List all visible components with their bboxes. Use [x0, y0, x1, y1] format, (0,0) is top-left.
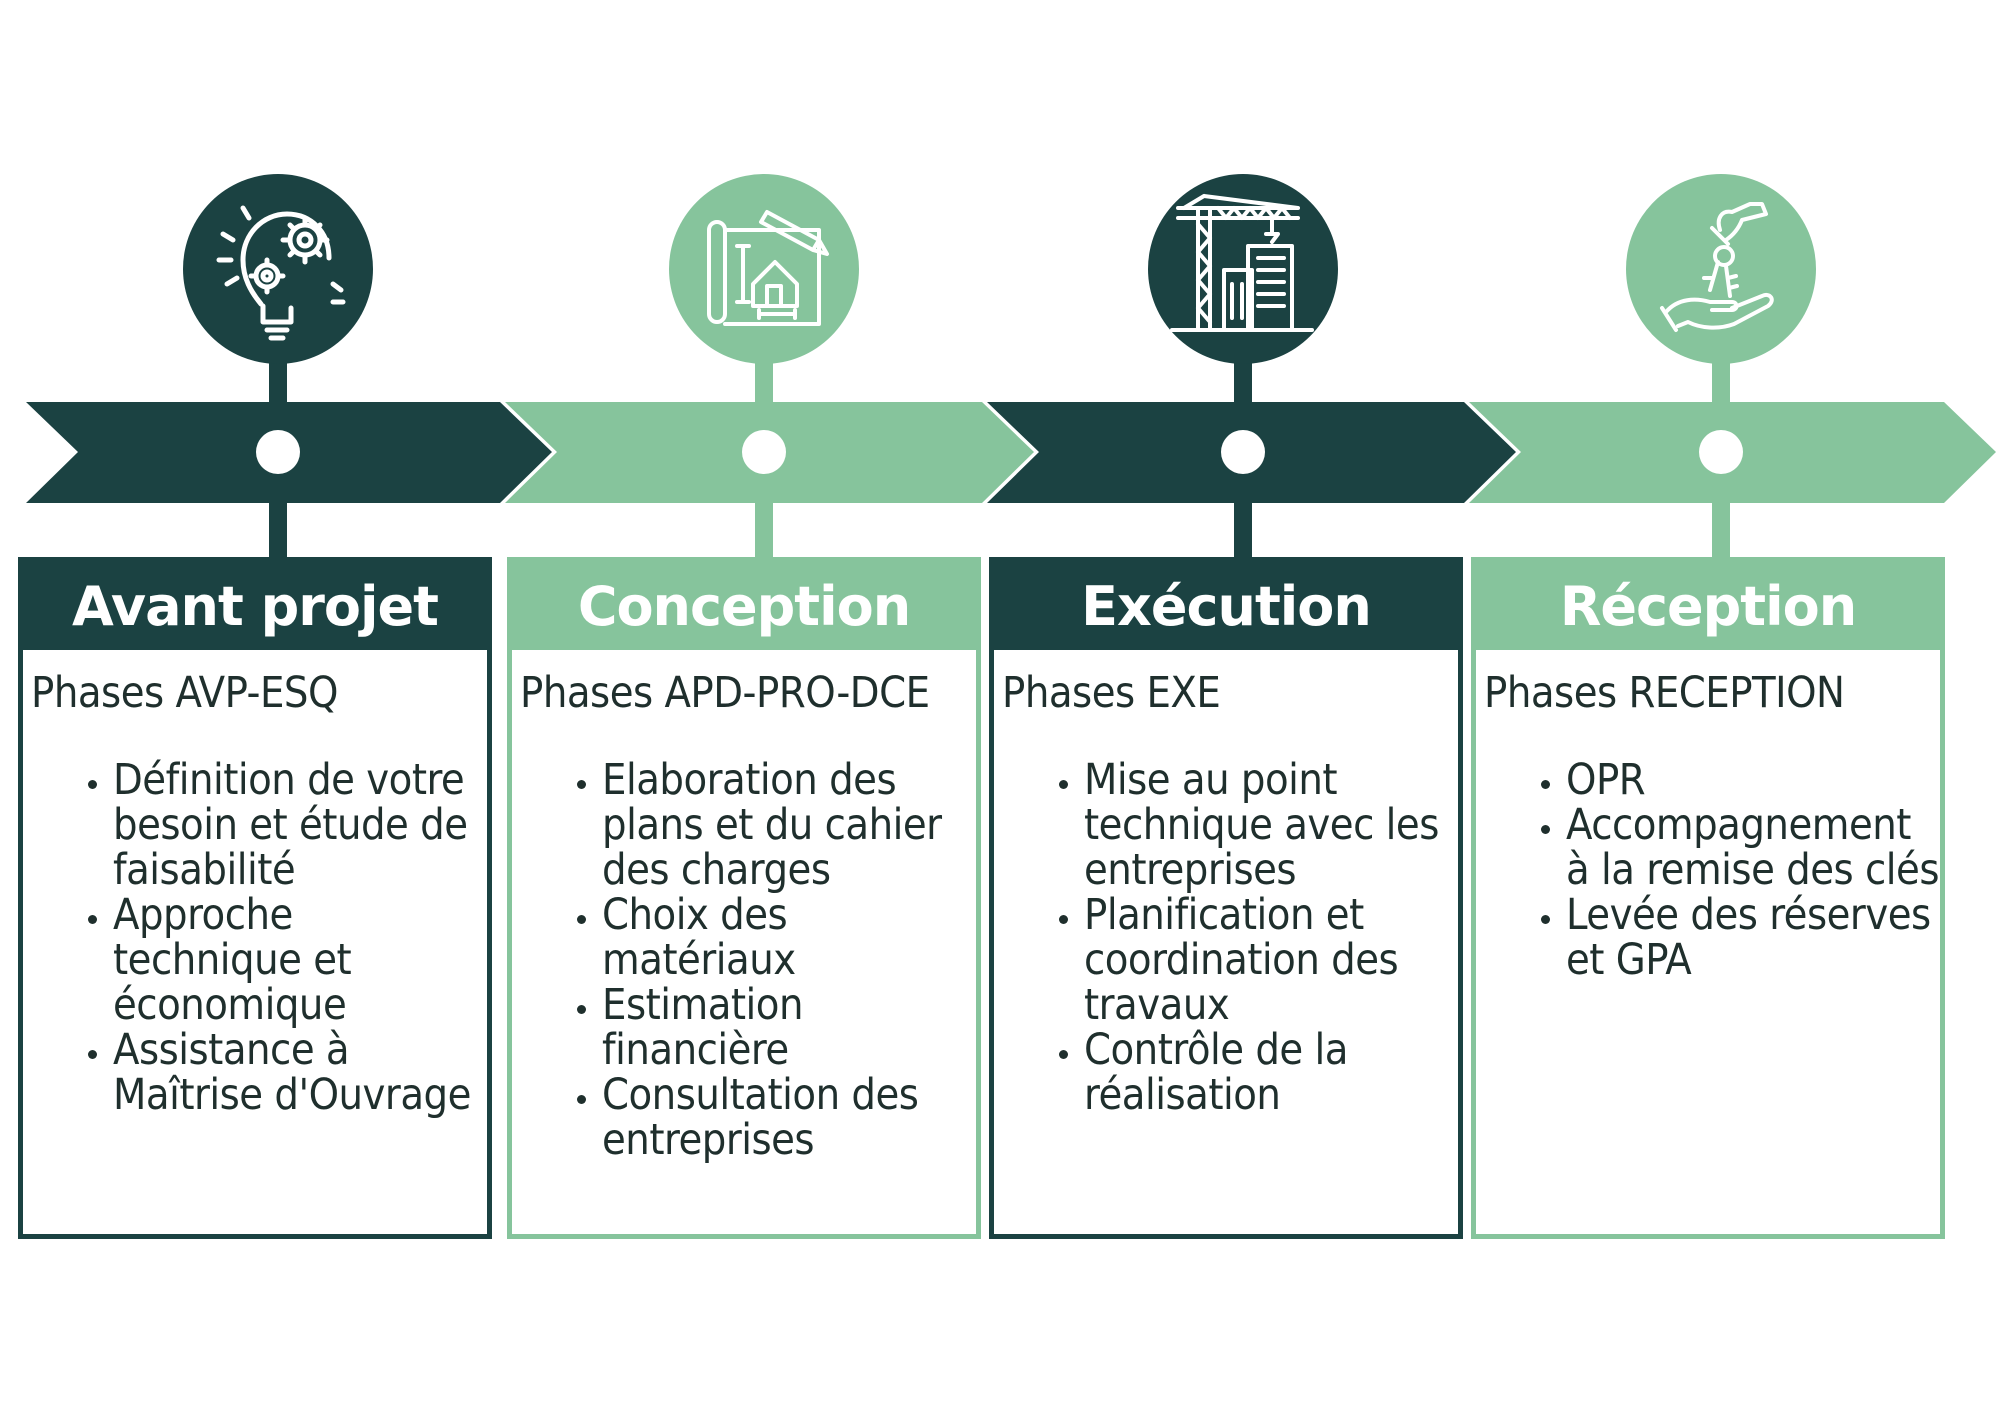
phase-icon-circle — [183, 174, 373, 364]
phase-task-item: Définition de votre besoin et étude de f… — [113, 758, 487, 893]
phase-task-item: Planification et coordination des travau… — [1084, 893, 1458, 1028]
phase-title: Réception — [1476, 562, 1940, 650]
phase-title: Exécution — [994, 562, 1458, 650]
timeline-dot — [1699, 430, 1743, 474]
construction-crane-icon — [1170, 194, 1314, 332]
phase-subtitle: Phases EXE — [1002, 668, 1221, 718]
phase-task-item: Assistance à Maîtrise d'Ouvrage — [113, 1028, 487, 1118]
phase-title: Conception — [512, 562, 976, 650]
phase-icon-circle — [1148, 174, 1338, 364]
phase-task-item: Mise au point technique avec les entrepr… — [1084, 758, 1458, 893]
phase-title: Avant projet — [23, 562, 487, 650]
phase-icon-circle — [1626, 174, 1816, 364]
phase-subtitle: Phases APD-PRO-DCE — [520, 668, 930, 718]
phase-subtitle: Phases AVP-ESQ — [31, 668, 338, 718]
timeline-dot — [1221, 430, 1265, 474]
phase-task-item: Levée des réserves et GPA — [1566, 893, 1940, 983]
phase-icon-circle — [669, 174, 859, 364]
phase-task-item: Consultation des entreprises — [602, 1073, 976, 1163]
timeline-dot — [256, 430, 300, 474]
phase-subtitle: Phases RECEPTION — [1484, 668, 1845, 718]
phase-task-item: Accompagnement à la remise des clés — [1566, 803, 1940, 893]
phase-task-item: Approche technique et économique — [113, 893, 487, 1028]
blueprint-house-icon — [707, 210, 829, 326]
hand-keys-icon — [1660, 202, 1774, 332]
timeline-dot — [742, 430, 786, 474]
phase-task-list: Définition de votre besoin et étude de f… — [23, 758, 487, 1118]
phase-task-item: Estimation financière — [602, 983, 976, 1073]
phase-task-list: OPRAccompagnement à la remise des clésLe… — [1476, 758, 1940, 983]
phase-task-item: Contrôle de la réalisation — [1084, 1028, 1458, 1118]
phase-task-item: Choix des matériaux — [602, 893, 976, 983]
phase-task-item: OPR — [1566, 758, 1940, 803]
phase-task-item: Elaboration des plans et du cahier des c… — [602, 758, 976, 893]
phase-task-list: Elaboration des plans et du cahier des c… — [512, 758, 976, 1163]
phase-task-list: Mise au point technique avec les entrepr… — [994, 758, 1458, 1118]
lightbulb-gears-icon — [216, 205, 346, 341]
